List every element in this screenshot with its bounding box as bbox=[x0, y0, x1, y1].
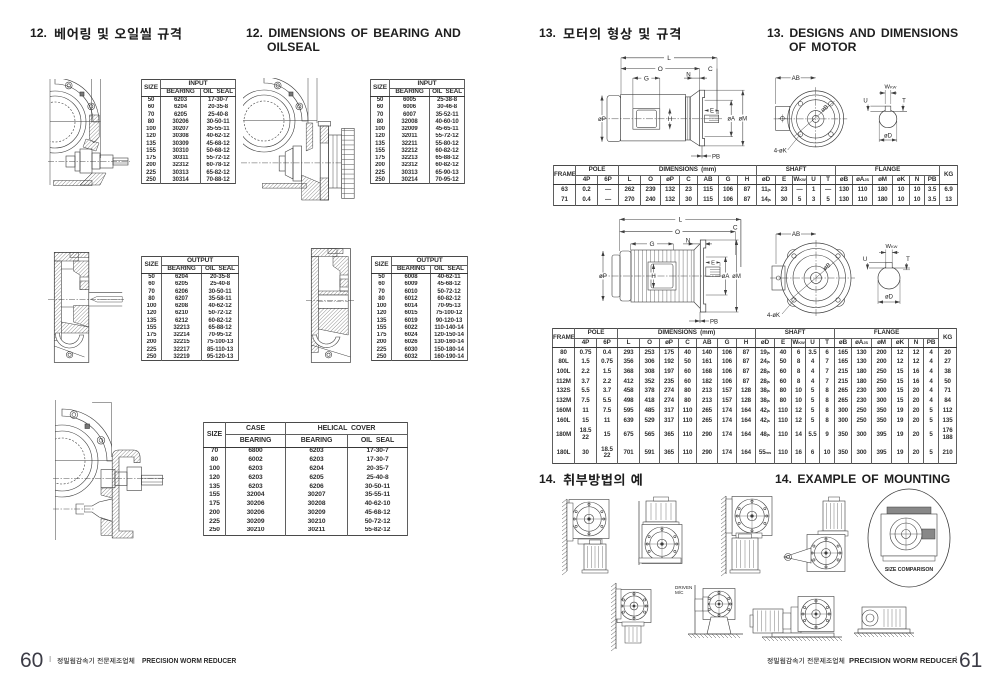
svg-text:O: O bbox=[658, 66, 663, 73]
svg-text:PB: PB bbox=[712, 155, 720, 161]
svg-text:H: H bbox=[668, 116, 672, 123]
svg-text:T: T bbox=[906, 257, 910, 263]
svg-text:N: N bbox=[686, 72, 690, 79]
svg-text:O: O bbox=[675, 229, 680, 236]
svg-text:U: U bbox=[863, 99, 867, 105]
svg-text:C: C bbox=[708, 66, 713, 73]
svg-text:øB: øB bbox=[823, 262, 833, 271]
svg-text:AB: AB bbox=[792, 231, 800, 238]
svg-text:WKW: WKW bbox=[885, 85, 897, 91]
svg-text:øM: øM bbox=[732, 274, 741, 280]
svg-text:øB: øB bbox=[820, 104, 830, 113]
svg-text:G: G bbox=[644, 75, 649, 82]
svg-text:øD: øD bbox=[885, 295, 894, 301]
svg-text:T: T bbox=[902, 99, 906, 105]
svg-text:WKW: WKW bbox=[886, 244, 898, 250]
svg-text:øD: øD bbox=[884, 134, 893, 140]
svg-text:U: U bbox=[863, 257, 867, 263]
svg-text:L: L bbox=[678, 217, 682, 224]
svg-text:E: E bbox=[710, 109, 714, 115]
svg-text:H: H bbox=[651, 274, 655, 280]
svg-text:øA: øA bbox=[727, 117, 735, 123]
svg-text:4-øK: 4-øK bbox=[774, 149, 787, 155]
svg-text:SIZE COMPARISON: SIZE COMPARISON bbox=[885, 567, 934, 573]
svg-text:E: E bbox=[711, 261, 715, 267]
svg-text:N: N bbox=[686, 238, 690, 245]
svg-text:PB: PB bbox=[710, 320, 718, 326]
svg-text:4-øK: 4-øK bbox=[767, 313, 780, 319]
svg-text:G: G bbox=[649, 241, 654, 248]
svg-text:L: L bbox=[667, 55, 671, 62]
svg-text:øP: øP bbox=[599, 273, 607, 280]
svg-text:øA: øA bbox=[722, 274, 730, 280]
svg-text:AB: AB bbox=[792, 75, 800, 82]
svg-text:DRIVEN: DRIVEN bbox=[675, 585, 692, 590]
svg-text:M/C: M/C bbox=[675, 590, 684, 595]
svg-text:C: C bbox=[733, 224, 738, 231]
svg-text:øM: øM bbox=[738, 116, 747, 122]
svg-text:øP: øP bbox=[598, 116, 606, 123]
